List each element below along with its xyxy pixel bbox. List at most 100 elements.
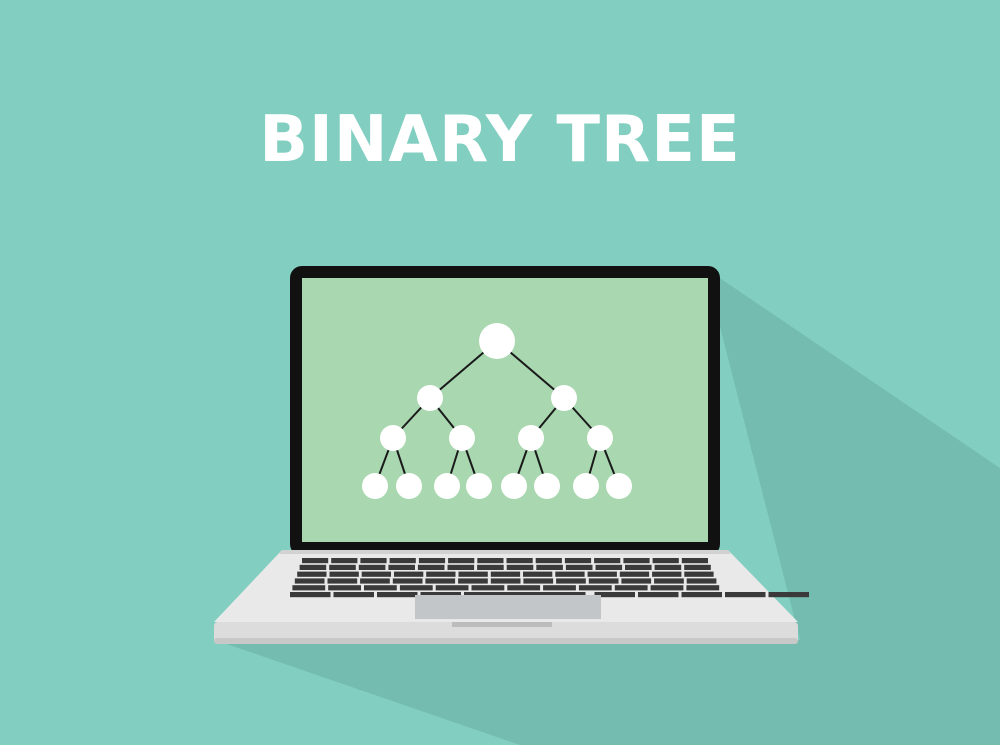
keyboard-key: [333, 592, 374, 598]
keyboard-key: [686, 585, 720, 591]
tree-node: [449, 425, 475, 451]
keyboard-key: [447, 564, 475, 570]
trackpad: [415, 595, 601, 619]
tree-node: [534, 473, 560, 499]
tree-node: [573, 473, 599, 499]
keyboard-key: [588, 578, 619, 584]
keyboard-key: [426, 571, 456, 577]
keyboard-key: [650, 585, 684, 591]
keyboard-key: [364, 585, 397, 591]
keyboard-key: [458, 571, 488, 577]
keyboard-key: [388, 564, 415, 570]
laptop-deck-edge-shade: [279, 550, 731, 554]
keyboard-key: [535, 558, 562, 564]
keyboard-key: [418, 558, 446, 564]
tree-node: [606, 473, 632, 499]
tree-nodes: [362, 323, 632, 499]
keyboard-key: [523, 571, 553, 577]
keyboard-key: [543, 585, 576, 591]
tree-node: [466, 473, 492, 499]
keyboard-key: [595, 564, 623, 570]
keyboard-key: [565, 564, 593, 570]
keyboard-key: [329, 571, 359, 577]
keyboard-key: [294, 578, 325, 584]
keyboard-key: [681, 592, 722, 598]
keyboard-key: [638, 592, 679, 598]
keyboard-keys: [290, 558, 809, 598]
keyboard-key: [331, 558, 358, 564]
keyboard-key: [623, 558, 650, 564]
keyboard-key: [556, 578, 586, 584]
tree-node: [551, 385, 577, 411]
keyboard-key: [555, 571, 585, 577]
keyboard-key: [290, 592, 331, 598]
keyboard-key: [768, 592, 809, 598]
keyboard-key: [490, 578, 521, 584]
keyboard-key: [594, 558, 621, 564]
keyboard-key: [360, 578, 390, 584]
keyboard-key: [578, 585, 612, 591]
keyboard-key: [614, 585, 648, 591]
keyboard-key: [329, 564, 356, 570]
keyboard-key: [389, 558, 416, 564]
keyboard-key: [725, 592, 766, 598]
keyboard-key: [625, 564, 652, 570]
keyboard-key: [361, 571, 391, 577]
keyboard-key: [392, 578, 423, 584]
laptop-screen: [302, 278, 708, 542]
keyboard-key: [587, 571, 617, 577]
keyboard-key: [327, 578, 358, 584]
keyboard-key: [302, 558, 329, 564]
keyboard-key: [654, 564, 682, 570]
tree-node: [434, 473, 460, 499]
laptop-opening-notch: [452, 622, 552, 627]
keyboard-key: [681, 558, 708, 564]
tree-node: [396, 473, 422, 499]
tree-node: [587, 425, 613, 451]
keyboard-key: [490, 571, 521, 577]
keyboard-key: [477, 564, 504, 570]
keyboard-key: [619, 571, 650, 577]
keyboard-key: [360, 558, 387, 564]
keyboard-key: [394, 571, 424, 577]
keyboard-key: [684, 564, 711, 570]
tree-node: [417, 385, 443, 411]
keyboard-key: [458, 578, 488, 584]
keyboard-key: [358, 564, 386, 570]
keyboard-key: [435, 585, 469, 591]
page-title: BINARY TREE: [259, 103, 741, 177]
keyboard-key: [420, 592, 461, 598]
tree-node: [518, 425, 544, 451]
keyboard-key: [506, 558, 533, 564]
keyboard-key: [652, 558, 679, 564]
keyboard-key: [377, 592, 418, 598]
tree-node: [362, 473, 388, 499]
keyboard-key: [299, 564, 327, 570]
keyboard-key: [652, 571, 682, 577]
keyboard-key: [399, 585, 433, 591]
keyboard-key: [654, 578, 684, 584]
keyboard-key: [297, 571, 327, 577]
keyboard-key: [686, 578, 717, 584]
tree-root-node: [479, 323, 515, 359]
keyboard-key: [448, 558, 475, 564]
keyboard-key: [477, 558, 504, 564]
laptop-front-lip: [214, 638, 798, 644]
keyboard-key: [621, 578, 652, 584]
keyboard-key: [523, 578, 554, 584]
keyboard-key: [594, 592, 635, 598]
keyboard-key: [564, 558, 592, 564]
long-shadow: [215, 268, 1000, 745]
keyboard-key: [536, 564, 563, 570]
keyboard-key: [417, 564, 445, 570]
tree-node: [501, 473, 527, 499]
keyboard-key: [507, 585, 541, 591]
keyboard-key: [471, 585, 505, 591]
keyboard-key: [464, 592, 586, 598]
tree-node: [380, 425, 406, 451]
keyboard-key: [328, 585, 361, 591]
keyboard-key: [684, 571, 714, 577]
keyboard-key: [506, 564, 534, 570]
